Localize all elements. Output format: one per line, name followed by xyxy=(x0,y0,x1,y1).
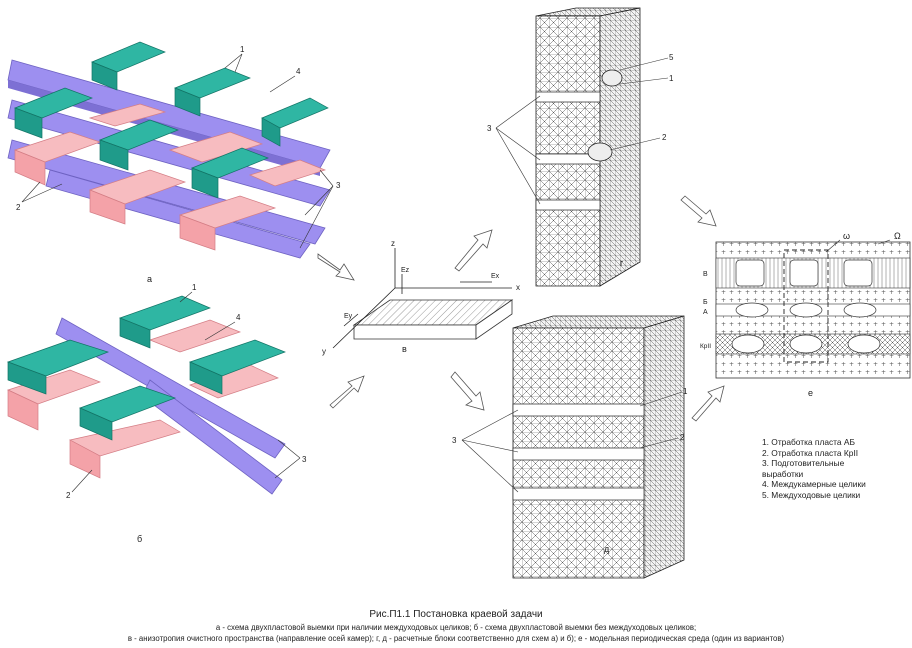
caption-line-1: а - схема двухпластовой выемки при налич… xyxy=(215,623,697,632)
figure-title: Рис.П1.1 Постановка краевой задачи xyxy=(369,609,543,620)
domain-omega-large: Ω xyxy=(894,231,901,241)
seam-pink-blocks xyxy=(13,103,327,251)
panel-label-b: б xyxy=(137,534,142,544)
callout-3-a: 3 xyxy=(336,181,341,190)
caption-line-2: в - анизотропия очистного пространства (… xyxy=(127,634,785,643)
panel-label-d: д xyxy=(604,544,610,554)
zone-label-kr2: КрII xyxy=(700,343,711,350)
panel-label-a: а xyxy=(147,274,152,284)
callout-1-g: 1 xyxy=(669,74,674,83)
callout-1-a: 1 xyxy=(240,45,245,54)
legend-item-3: 3. Подготовительные xyxy=(762,458,845,469)
panel-label-e: е xyxy=(808,388,813,398)
panel-b-callout-lines xyxy=(71,291,301,493)
gallery-lavender xyxy=(7,59,331,259)
callout-4-a: 4 xyxy=(296,67,301,76)
panel-a-callout-lines xyxy=(21,53,334,249)
zone-label-a: А xyxy=(703,309,708,316)
panel-v-diagram: z x y Ez Ex Ey в xyxy=(322,239,520,356)
panel-label-v: в xyxy=(402,344,407,354)
callout-5-g: 5 xyxy=(669,53,674,62)
seam-teal-blocks xyxy=(14,41,329,199)
callout-2-b: 2 xyxy=(66,491,71,500)
legend-item-1: 1. Отработка пласта АБ xyxy=(762,437,855,447)
panel-b-diagram: 1 4 3 2 б xyxy=(6,283,307,544)
legend: 1. Отработка пласта АБ 2. Отработка плас… xyxy=(762,437,866,501)
legend-item-2: 2. Отработка пласта КрII xyxy=(762,447,859,458)
panel-g-mesh-block: 5 1 2 3 г xyxy=(487,7,674,287)
callout-3-g: 3 xyxy=(487,124,492,133)
domain-omega-small: ω xyxy=(843,231,850,241)
callout-3-d: 3 xyxy=(452,436,457,445)
axis-ex: Ex xyxy=(491,273,500,280)
callout-1-b: 1 xyxy=(192,283,197,292)
panel-label-g: г xyxy=(620,258,624,268)
callout-4-b: 4 xyxy=(236,313,241,322)
seam-b-teal xyxy=(6,295,286,441)
callout-3-b: 3 xyxy=(302,455,307,464)
panel-e-periodic-medium: ω Ω В Б А КрII е xyxy=(700,231,911,398)
legend-item-4: 4. Междукамерные целики xyxy=(762,479,866,490)
panel-d-mesh-block: 1 2 3 д xyxy=(452,315,688,579)
axis-x: x xyxy=(516,283,520,292)
callout-1-d: 1 xyxy=(683,387,688,396)
zone-label-v: В xyxy=(703,271,708,278)
callout-2-g: 2 xyxy=(662,133,667,142)
axis-z: z xyxy=(391,239,395,248)
axis-ez: Ez xyxy=(401,267,410,274)
axis-y: y xyxy=(322,347,326,356)
seam-b-pink xyxy=(7,319,279,479)
callout-2-d: 2 xyxy=(680,433,685,442)
zone-label-b: Б xyxy=(703,299,708,306)
gallery-b-1 xyxy=(55,317,286,459)
flow-arrows xyxy=(317,195,725,422)
axis-ey: Ey xyxy=(344,313,353,320)
legend-item-5: 5. Междуходовые целики xyxy=(762,489,861,500)
panel-a-diagram: 1 4 3 2 а xyxy=(7,41,341,284)
legend-item-3-cont: выработки xyxy=(762,468,804,479)
callout-2-a: 2 xyxy=(16,203,21,212)
